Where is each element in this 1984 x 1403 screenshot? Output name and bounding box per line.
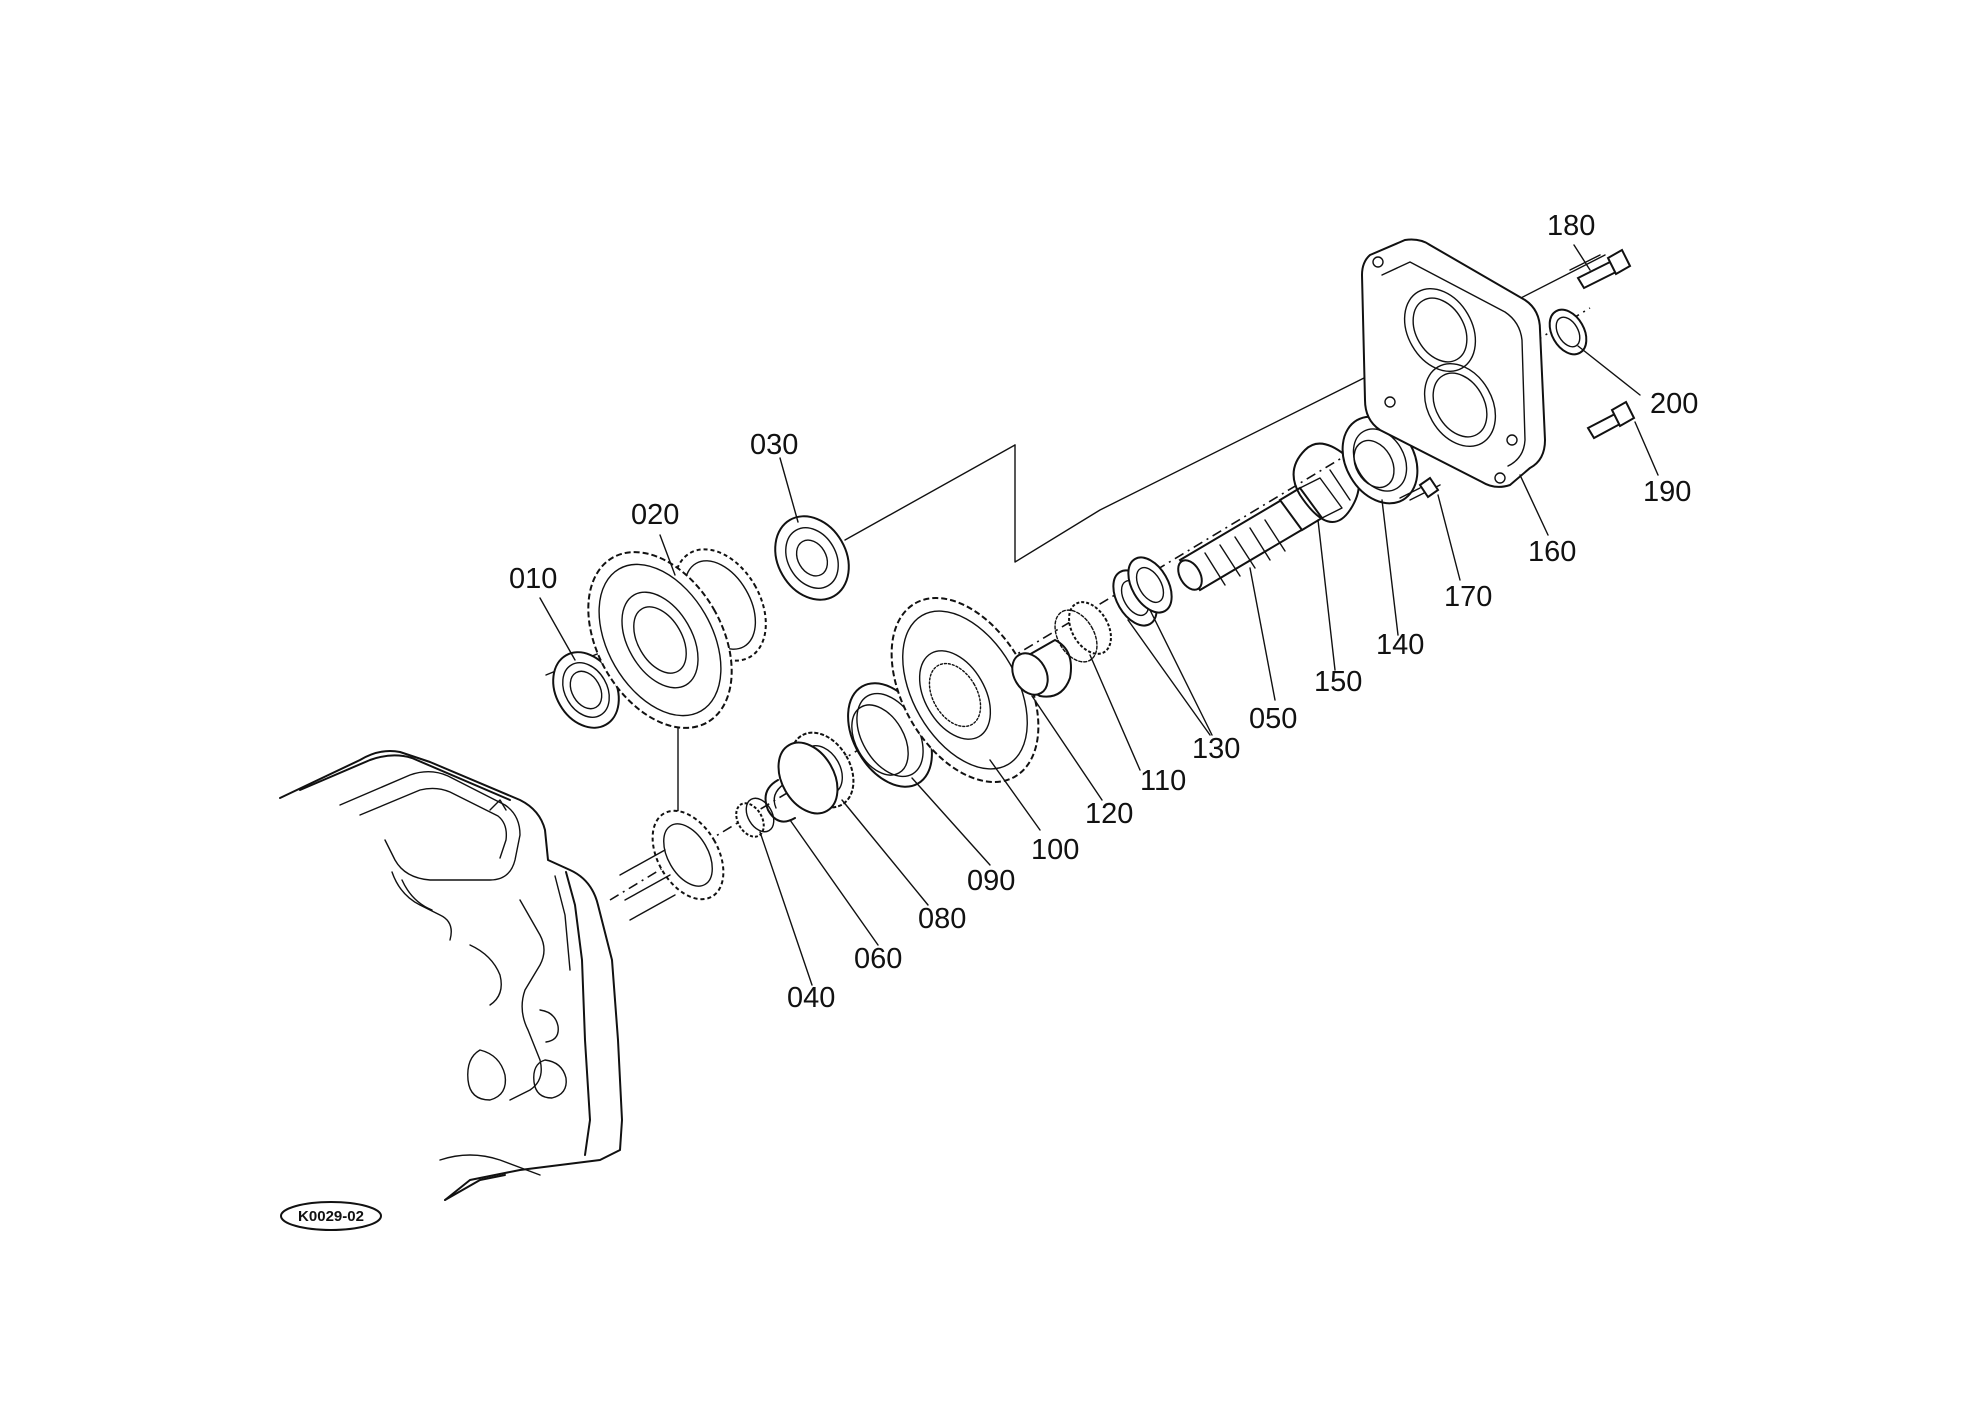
- part-200-seal: [1548, 308, 1588, 356]
- callout-120: 120: [1085, 798, 1133, 830]
- callout-170: 170: [1444, 581, 1492, 613]
- part-180-bolt: [1576, 248, 1632, 290]
- input-shaft-gear: [619, 809, 725, 921]
- callout-labels: 010 020 030 040 050 060 080 090 100 110 …: [509, 210, 1698, 1014]
- part-190-bolt: [1586, 400, 1636, 440]
- part-080-coupler: [777, 731, 855, 815]
- transmission-case: [279, 750, 623, 1201]
- leader-lines: [539, 244, 1659, 986]
- part-160-cover: [1360, 238, 1547, 488]
- part-040-needle-bearing: [735, 797, 775, 838]
- part-100-gear: [890, 597, 1040, 783]
- callout-160: 160: [1528, 536, 1576, 568]
- callout-150: 150: [1314, 666, 1362, 698]
- callout-050: 050: [1249, 703, 1297, 735]
- callout-040: 040: [787, 982, 835, 1014]
- callout-010: 010: [509, 563, 557, 595]
- part-150-snap-ring: [1292, 442, 1360, 523]
- part-130-thrust-washers: [1112, 556, 1173, 627]
- callout-200: 200: [1650, 388, 1698, 420]
- figure-code: K0029-02: [298, 1208, 364, 1225]
- callout-140: 140: [1376, 629, 1424, 661]
- callout-060: 060: [854, 943, 902, 975]
- callout-110: 110: [1140, 765, 1186, 797]
- part-020-cluster-gear: [587, 548, 767, 729]
- callout-180: 180: [1547, 210, 1595, 242]
- part-110-needle-bearing: [1054, 601, 1112, 663]
- callout-090: 090: [967, 865, 1015, 897]
- part-030-bearing: [774, 515, 850, 601]
- figure-code-badge: K0029-02: [280, 1201, 382, 1231]
- callout-190: 190: [1643, 476, 1691, 508]
- callout-080: 080: [918, 903, 966, 935]
- part-120-collar: [1011, 638, 1072, 698]
- callout-030: 030: [750, 429, 798, 461]
- part-050-shaft: [1177, 469, 1351, 592]
- callout-100: 100: [1031, 834, 1079, 866]
- part-170-pin: [1399, 476, 1440, 499]
- callout-020: 020: [631, 499, 679, 531]
- callout-130: 130: [1192, 733, 1240, 765]
